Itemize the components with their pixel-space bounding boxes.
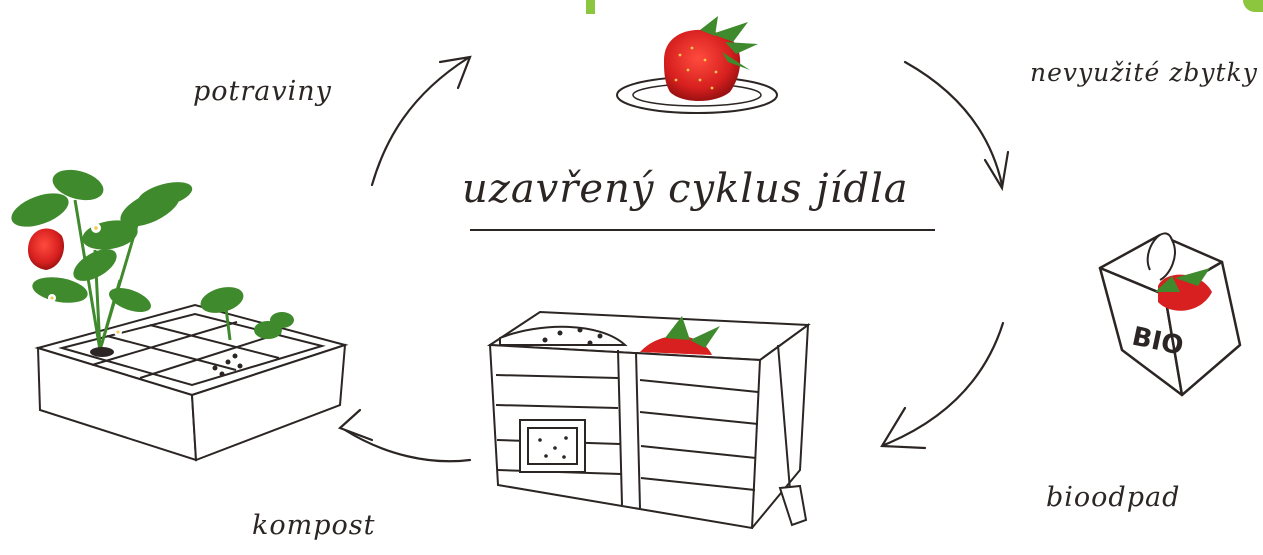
label-bioodpad: bioodpad bbox=[1046, 482, 1181, 513]
diagram-title: uzavřený cyklus jídla bbox=[462, 166, 909, 212]
arrow-potraviny bbox=[370, 55, 472, 187]
accent-corner bbox=[1243, 0, 1263, 12]
compost-box-icon bbox=[486, 310, 811, 530]
arrow-zbytky bbox=[903, 60, 1010, 192]
label-kompost: kompost bbox=[252, 510, 376, 541]
accent-bar bbox=[586, 0, 595, 14]
bio-bin-icon: BIO bbox=[1098, 232, 1242, 397]
title-underline bbox=[470, 229, 935, 231]
raised-garden-bed-icon bbox=[11, 169, 349, 462]
strawberry-on-plate-icon bbox=[616, 16, 778, 114]
label-nevyuzite-zbytky: nevyužité zbytky bbox=[1030, 58, 1258, 87]
arrow-kompost bbox=[337, 408, 472, 463]
label-potraviny: potraviny bbox=[193, 76, 332, 107]
arrow-bioodpad bbox=[880, 321, 1005, 450]
